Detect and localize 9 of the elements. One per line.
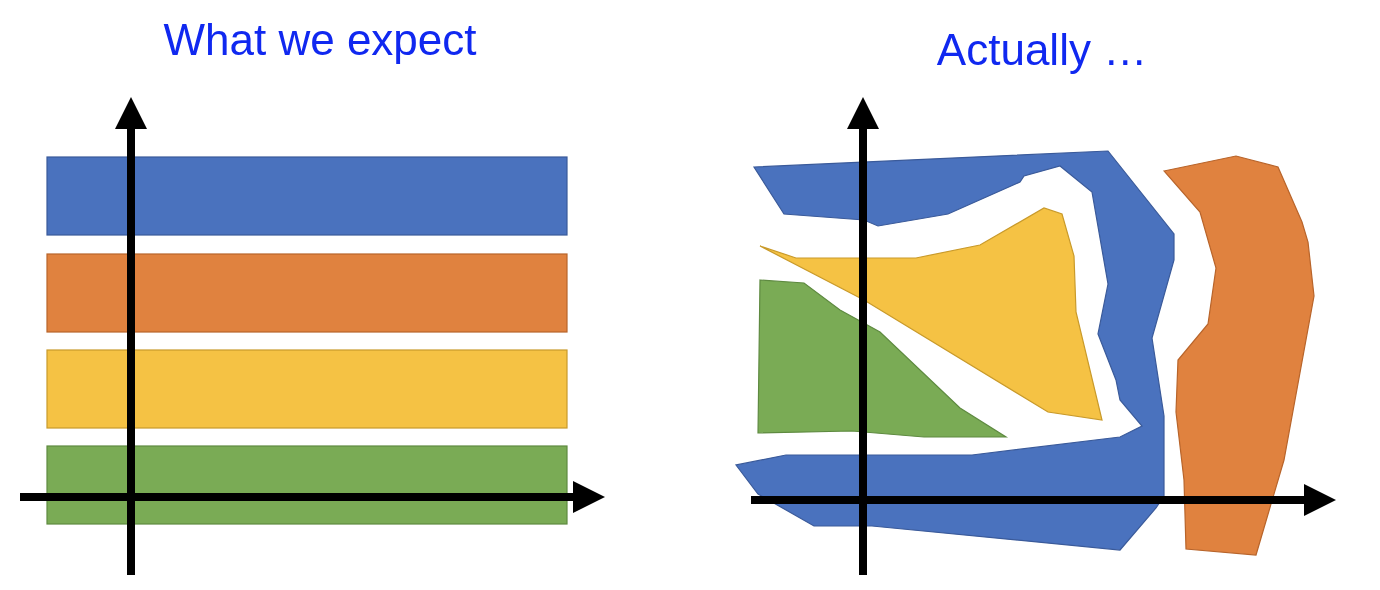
third-band	[46, 349, 568, 429]
strip-region	[1162, 155, 1315, 556]
wedge-region	[757, 279, 1009, 438]
triangle-region	[759, 207, 1103, 421]
u-shaped-region	[734, 150, 1175, 551]
second-band	[46, 253, 568, 333]
top-band	[46, 156, 568, 236]
panel-title: Actually …	[936, 24, 1148, 76]
panel-title: What we expect	[163, 14, 477, 66]
